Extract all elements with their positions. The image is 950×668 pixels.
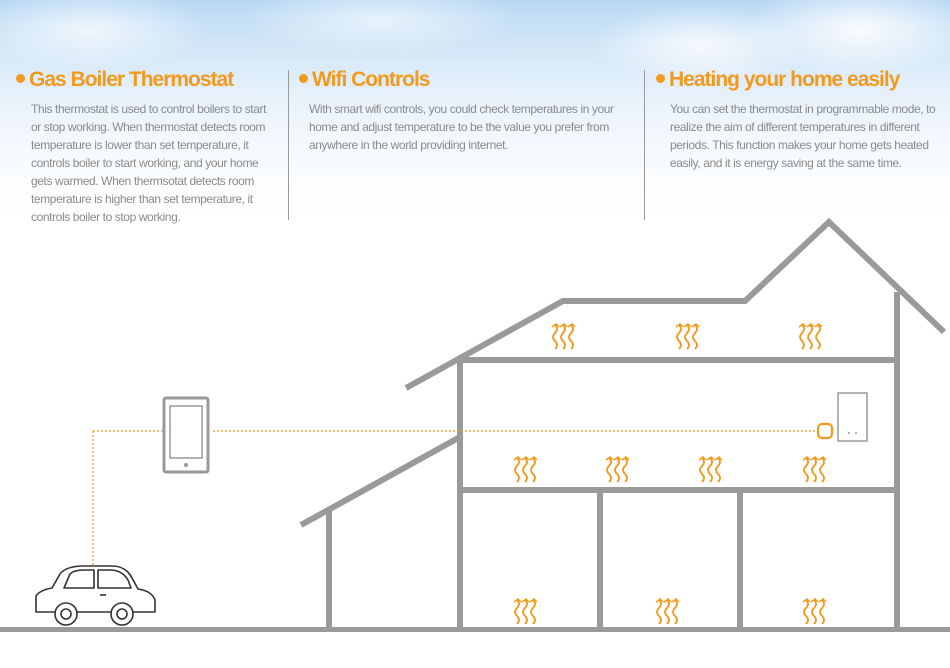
feature-heating-easily: Heating your home easily You can set the… <box>656 66 946 172</box>
feature-title-text: Wifi Controls <box>312 68 430 91</box>
thermostat-icon <box>816 422 834 440</box>
feature-description: You can set the thermostat in programmab… <box>670 102 936 170</box>
phone-icon <box>162 396 210 474</box>
house <box>299 217 947 630</box>
feature-description: With smart wifi controls, you could chec… <box>309 102 614 152</box>
car-icon <box>35 565 156 626</box>
heat-wave-icons <box>513 323 827 625</box>
connection-lines <box>92 430 818 565</box>
column-divider <box>644 70 645 220</box>
feature-title: Gas Boiler Thermostat <box>16 66 274 94</box>
bullet-icon <box>299 73 308 83</box>
column-divider <box>288 70 289 220</box>
bullet-icon <box>16 73 25 83</box>
feature-title: Wifi Controls <box>299 66 629 94</box>
feature-title-text: Gas Boiler Thermostat <box>29 68 234 91</box>
boiler-icon <box>837 392 868 442</box>
bullet-icon <box>656 73 665 83</box>
feature-title-text: Heating your home easily <box>669 68 900 91</box>
feature-gas-boiler: Gas Boiler Thermostat This thermostat is… <box>16 66 274 226</box>
sky-background <box>0 0 950 240</box>
feature-wifi-controls: Wifi Controls With smart wifi controls, … <box>299 66 629 154</box>
ground-line <box>0 627 950 632</box>
feature-description: This thermostat is used to control boile… <box>31 102 267 224</box>
feature-title: Heating your home easily <box>656 66 946 94</box>
